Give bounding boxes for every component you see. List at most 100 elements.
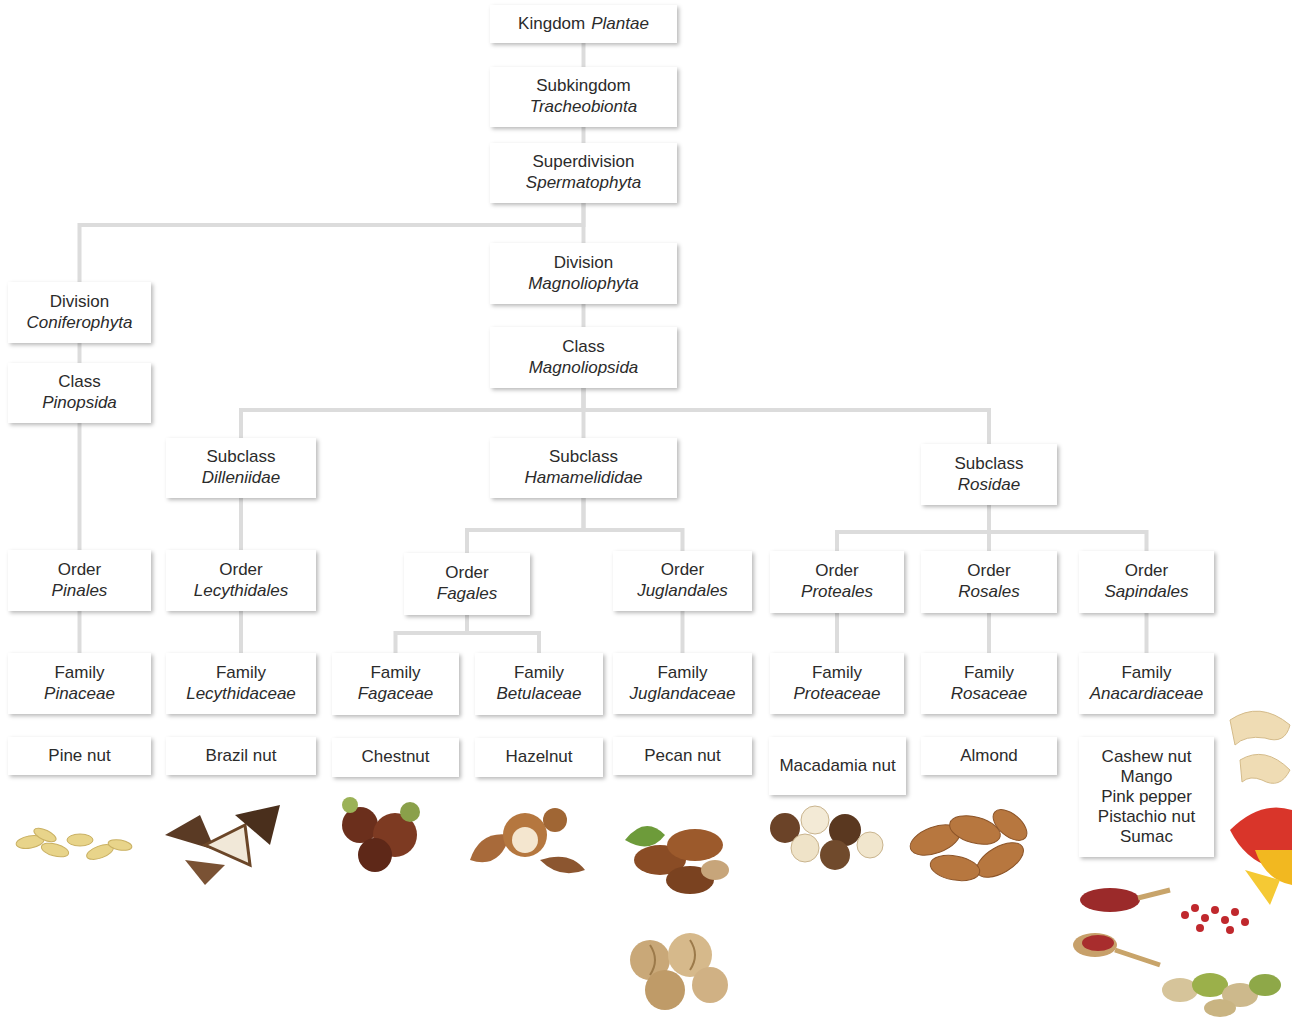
- pistachio-picture: [1162, 973, 1281, 1017]
- rank-label: Subclass: [549, 447, 618, 468]
- product-name: Cashew nut: [1102, 747, 1192, 767]
- taxon-name: Fagales: [437, 584, 497, 605]
- product-name: Sumac: [1120, 827, 1173, 847]
- rank-label: Division: [50, 292, 110, 313]
- taxon-name: Rosaceae: [951, 684, 1028, 705]
- taxon-name: Sapindales: [1104, 582, 1188, 603]
- tree-connector: [396, 615, 468, 653]
- taxon-name: Juglandaceae: [630, 684, 736, 705]
- product-box: Hazelnut: [475, 738, 603, 777]
- rank-label: Superdivision: [532, 152, 634, 173]
- cashew-picture: [1230, 711, 1290, 783]
- product-box: Brazil nut: [166, 737, 316, 775]
- taxon-box: OrderJuglandales: [613, 551, 752, 611]
- rank-label: Class: [58, 372, 101, 393]
- rank-label: Division: [554, 253, 614, 274]
- taxon-box: OrderPinales: [8, 550, 151, 611]
- taxon-name: Tracheobionta: [530, 97, 637, 118]
- tree-connector: [582, 304, 586, 327]
- taxon-name: Anacardiaceae: [1090, 684, 1203, 705]
- tree-connector: [582, 127, 586, 143]
- taxon-box: FamilyBetulaceae: [475, 653, 603, 715]
- tree-connector: [78, 611, 82, 653]
- taxon-box: FamilyJuglandaceae: [613, 653, 752, 714]
- rank-label: Family: [964, 663, 1014, 684]
- rank-label: Order: [661, 560, 704, 581]
- taxon-box: OrderProteales: [770, 551, 904, 613]
- tree-connector: [582, 43, 586, 67]
- rank-label: Class: [562, 337, 605, 358]
- rank-label: Subkingdom: [536, 76, 631, 97]
- tree-connector: [987, 613, 991, 653]
- rank-label: Order: [219, 560, 262, 581]
- product-name: Pine nut: [48, 746, 110, 767]
- rank-label: Family: [216, 663, 266, 684]
- taxon-name: Pinales: [52, 581, 108, 602]
- taxon-name: Proteaceae: [794, 684, 881, 705]
- product-name: Chestnut: [361, 747, 429, 768]
- rank-label: Order: [815, 561, 858, 582]
- mango-picture: [1230, 808, 1292, 906]
- taxon-name: Lecythidaceae: [186, 684, 296, 705]
- tree-connector: [582, 203, 586, 243]
- macadamia-picture: [770, 806, 883, 870]
- taxon-box: SuperdivisionSpermatophyta: [490, 143, 677, 203]
- taxon-name: Magnoliopsida: [529, 358, 639, 379]
- taxon-box: DivisionConiferophyta: [8, 282, 151, 343]
- taxon-name: Proteales: [801, 582, 873, 603]
- rank-label: Family: [514, 663, 564, 684]
- rank-label: Family: [1121, 663, 1171, 684]
- taxon-box: FamilyAnacardiaceae: [1079, 653, 1214, 714]
- taxon-box: OrderFagales: [404, 553, 530, 615]
- taxon-box: FamilyRosaceae: [921, 653, 1057, 714]
- tree-connector: [467, 498, 584, 553]
- product-box: Chestnut: [332, 738, 459, 777]
- taxon-box: SubclassHamamelididae: [490, 438, 677, 498]
- rank-label: Order: [445, 563, 488, 584]
- taxon-box: FamilyFagaceae: [332, 653, 459, 715]
- product-box: Cashew nutMangoPink pepperPistachio nutS…: [1079, 737, 1214, 857]
- pink-pepper-picture: [1181, 904, 1249, 934]
- rank-label: Subclass: [207, 447, 276, 468]
- rank-label: Family: [370, 663, 420, 684]
- product-name: Pecan nut: [644, 746, 721, 767]
- product-name: Mango: [1121, 767, 1173, 787]
- product-name: Macadamia nut: [779, 756, 895, 777]
- taxon-name: Rosales: [958, 582, 1019, 603]
- product-name: Pink pepper: [1101, 787, 1192, 807]
- rank-label: Subclass: [955, 454, 1024, 475]
- tree-connector: [239, 611, 243, 653]
- taxon-box: FamilyPinaceae: [8, 653, 151, 714]
- product-box: Macadamia nut: [769, 737, 906, 795]
- product-name: Hazelnut: [505, 747, 572, 768]
- taxon-name: Spermatophyta: [526, 173, 641, 194]
- almond-picture: [906, 804, 1032, 885]
- taxon-name: Pinopsida: [42, 393, 117, 414]
- taxon-box: SubkingdomTracheobionta: [490, 67, 677, 127]
- product-name: Brazil nut: [206, 746, 277, 767]
- brazil-nut-picture: [165, 805, 280, 885]
- taxon-name: Coniferophyta: [27, 313, 133, 334]
- taxon-box: DivisionMagnoliophyta: [490, 243, 677, 304]
- product-box: Pecan nut: [613, 737, 752, 775]
- taxon-name: Hamamelididae: [524, 468, 642, 489]
- hazelnut-picture: [470, 808, 585, 873]
- rank-label: Family: [657, 663, 707, 684]
- tree-connector: [989, 505, 1147, 551]
- taxon-name: Pinaceae: [44, 684, 115, 705]
- product-box: Pine nut: [8, 737, 151, 775]
- sumac-spoon-picture: [1073, 888, 1170, 965]
- taxon-name: Betulaceae: [496, 684, 581, 705]
- pecan-nut-picture: [625, 826, 729, 894]
- taxon-box: FamilyLecythidaceae: [166, 653, 316, 714]
- taxon-name: Fagaceae: [358, 684, 434, 705]
- product-name: Pistachio nut: [1098, 807, 1195, 827]
- taxon-box: ClassPinopsida: [8, 363, 151, 423]
- walnut-picture: [630, 933, 728, 1010]
- product-name: Almond: [960, 746, 1018, 767]
- taxon-box: ClassMagnoliopsida: [490, 327, 677, 388]
- tree-connector: [1145, 613, 1149, 653]
- taxon-name: Magnoliophyta: [528, 274, 639, 295]
- pine-nut-picture: [15, 825, 133, 862]
